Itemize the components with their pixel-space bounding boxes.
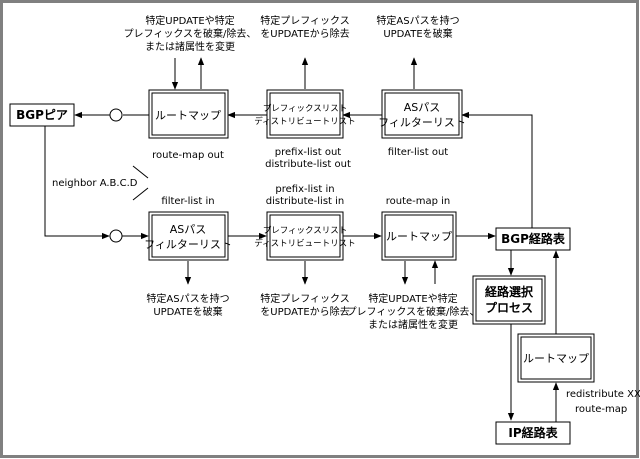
- note-in-as-path-1: 特定ASパスを持つ: [146, 292, 229, 305]
- redist-route-map-label: ルートマップ: [523, 352, 589, 365]
- out-prefix-list-box: プレフィックスリスト ディストリビュートリスト: [254, 89, 356, 139]
- ip-table-label: IP経路表: [508, 425, 558, 440]
- cmd-distribute-list-out: distribute-list out: [265, 159, 351, 170]
- note-in-prefix-2: をUPDATEから除去: [260, 305, 349, 318]
- cmd-redistribute: redistribute XX: [566, 389, 640, 400]
- out-prefix-list-label-1: プレフィックスリスト: [263, 104, 348, 114]
- in-prefix-list-label-2: ディストリビュートリスト: [254, 238, 355, 249]
- out-as-path-label-1: ASパス: [404, 101, 441, 114]
- cmd-neighbor: neighbor A.B.C.D: [52, 178, 138, 189]
- note-out-as-path-2: UPDATEを破棄: [383, 27, 452, 40]
- note-out-route-map-3: または諸属性を変更: [145, 40, 235, 53]
- inbound-interface-circle: [109, 229, 123, 243]
- note-out-as-path-1: 特定ASパスを持つ: [376, 14, 459, 27]
- cmd-prefix-list-out: prefix-list out: [275, 147, 342, 158]
- note-in-as-path-2: UPDATEを破棄: [153, 305, 222, 318]
- flow-peer-to-inbound: [44, 126, 110, 240]
- out-route-map-label: ルートマップ: [155, 109, 221, 122]
- bgp-table-node: BGP経路表: [495, 227, 571, 251]
- out-route-map-box: ルートマップ: [148, 89, 229, 139]
- neighbor-bracket-upper: [132, 165, 149, 179]
- route-select-box: 経路選択 プロセス: [472, 275, 546, 325]
- neighbor-bracket-lower: [132, 187, 149, 201]
- bgp-peer-node: BGPピア: [9, 103, 75, 127]
- ip-table-node: IP経路表: [495, 421, 571, 445]
- note-out-prefix-2: をUPDATEから除去: [260, 27, 349, 40]
- cmd-distribute-list-in: distribute-list in: [266, 196, 345, 207]
- bgp-table-label: BGP経路表: [501, 231, 566, 246]
- route-select-label-2: プロセス: [485, 300, 533, 315]
- note-out-prefix-1: 特定プレフィックス: [260, 14, 350, 27]
- cmd-prefix-list-in: prefix-list in: [275, 184, 334, 195]
- note-in-prefix-1: 特定プレフィックス: [260, 292, 350, 305]
- note-in-route-map-2: プレフィックスを破棄/除去、: [347, 305, 480, 318]
- bgp-peer-label: BGPピア: [16, 108, 68, 122]
- in-prefix-list-label-1: プレフィックスリスト: [263, 226, 348, 236]
- in-as-path-box: ASパス フィルターリスト: [144, 211, 232, 261]
- out-as-path-box: ASパス フィルターリスト: [378, 89, 466, 139]
- note-in-route-map-3: または諸属性を変更: [368, 318, 458, 331]
- cmd-filter-list-out: filter-list out: [388, 147, 449, 158]
- out-as-path-label-2: フィルターリスト: [378, 116, 466, 129]
- in-prefix-list-box: プレフィックスリスト ディストリビュートリスト: [254, 211, 356, 261]
- cmd-route-map-out: route-map out: [152, 150, 224, 161]
- redist-route-map-box: ルートマップ: [517, 333, 595, 383]
- note-in-route-map-1: 特定UPDATEや特定: [368, 292, 457, 305]
- out-prefix-list-label-2: ディストリビュートリスト: [254, 116, 355, 127]
- flow-bgp-table-to-as-path-out: [461, 111, 533, 228]
- in-as-path-label-2: フィルターリスト: [144, 238, 232, 251]
- route-select-label-1: 経路選択: [485, 284, 534, 299]
- in-route-map-box: ルートマップ: [381, 211, 457, 261]
- outbound-interface-circle: [109, 108, 123, 122]
- in-route-map-label: ルートマップ: [386, 230, 452, 243]
- cmd-redist-route-map: route-map: [575, 404, 627, 415]
- cmd-filter-list-in: filter-list in: [161, 196, 214, 207]
- note-out-route-map-2: プレフィックスを破棄/除去、: [124, 27, 257, 40]
- note-out-route-map-1: 特定UPDATEや特定: [145, 14, 234, 27]
- in-as-path-label-1: ASパス: [170, 223, 207, 236]
- cmd-route-map-in: route-map in: [386, 196, 451, 207]
